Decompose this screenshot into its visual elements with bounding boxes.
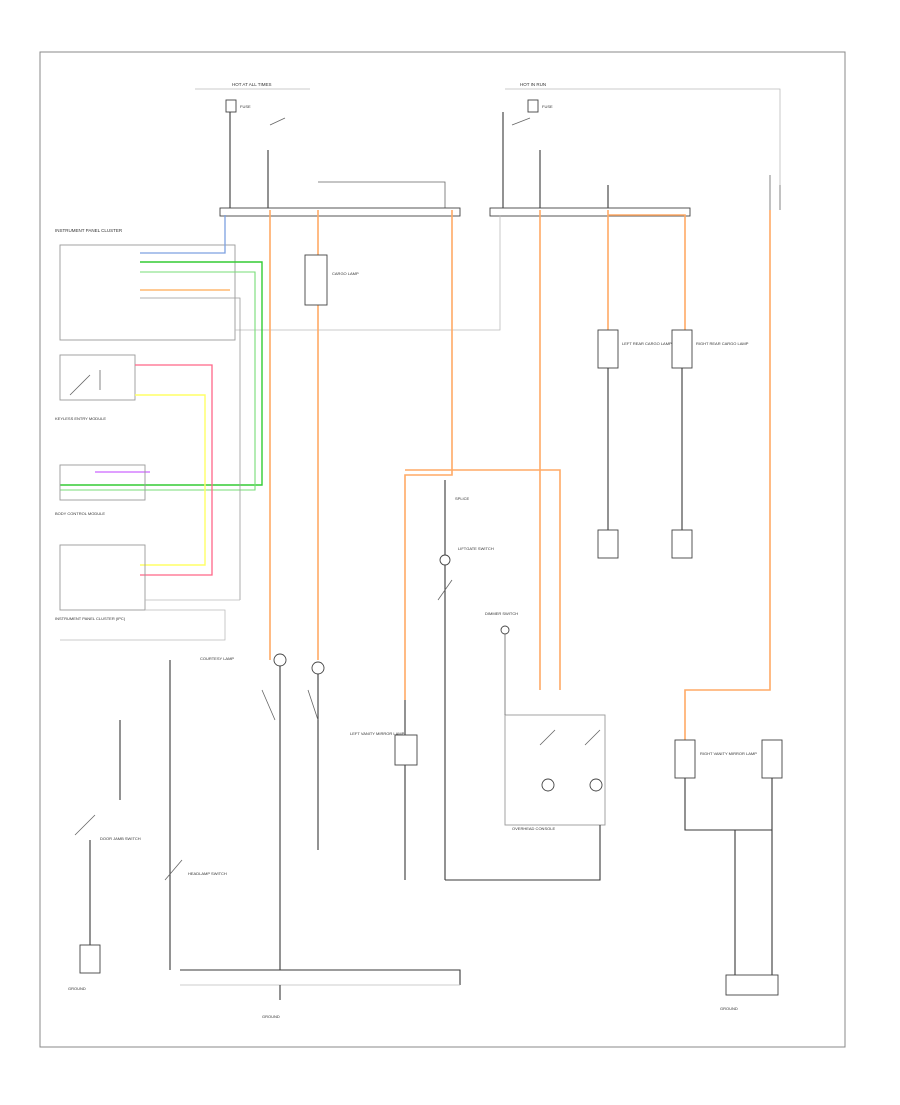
label-overhead-console: OVERHEAD CONSOLE bbox=[512, 826, 555, 831]
diagram-frame bbox=[39, 51, 846, 1048]
connector-block-left bbox=[219, 207, 461, 217]
body-control-box bbox=[59, 544, 146, 611]
connector-block-right bbox=[489, 207, 691, 217]
pink-wire bbox=[135, 364, 213, 576]
left-switch-icon bbox=[69, 370, 101, 396]
orange-wire-vanity bbox=[404, 210, 453, 700]
liftgate-switch-contact bbox=[437, 579, 453, 601]
label-right-vanity: RIGHT VANITY MIRROR LAMP bbox=[700, 751, 757, 756]
overhead-console-box bbox=[504, 714, 606, 826]
right-rear-lamp-icon bbox=[671, 329, 693, 369]
label-liftgate-switch: LIFTGATE SWITCH bbox=[458, 546, 494, 551]
cargo-relay-icon bbox=[304, 254, 328, 306]
label-body-control: BODY CONTROL MODULE bbox=[55, 511, 105, 516]
right-feed bbox=[769, 175, 781, 210]
gray-wire-ipc bbox=[140, 297, 241, 600]
label-headlamp-switch: HEADLAMP SWITCH bbox=[188, 871, 227, 876]
label-door-switch: DOOR JAMB SWITCH bbox=[100, 836, 141, 841]
ground-bus-top bbox=[180, 969, 461, 985]
headlamp-switch-contact bbox=[164, 859, 183, 881]
label-instrument-cluster: INSTRUMENT PANEL CLUSTER bbox=[55, 228, 123, 233]
label-dimmer: DIMMER SWITCH bbox=[485, 611, 518, 616]
orange-wire-overhead bbox=[405, 210, 561, 690]
top-bus-wire bbox=[195, 88, 781, 185]
door-switch-contact bbox=[74, 814, 96, 836]
blue-wire bbox=[140, 215, 226, 254]
yellow-wire bbox=[135, 394, 206, 566]
liftgate-wires bbox=[404, 480, 446, 880]
label-hot-in-run: HOT IN RUN bbox=[520, 82, 546, 87]
fuse-b-label: FUSE bbox=[542, 104, 553, 109]
left-rear-ground-icon bbox=[597, 529, 619, 559]
door-switch-wires bbox=[89, 720, 121, 945]
label-left-rear-lamp: LEFT REAR CARGO LAMP bbox=[622, 341, 672, 346]
lamp-switch-contacts bbox=[261, 689, 319, 721]
overhead-lamp-left-icon bbox=[541, 778, 555, 792]
overhead-ground bbox=[445, 825, 601, 881]
courtesy-lamp-icon bbox=[273, 653, 287, 667]
left-ground-icon bbox=[79, 944, 101, 974]
right-vanity-left-icon bbox=[674, 739, 696, 779]
keyless-module-box bbox=[59, 464, 146, 501]
fuse-a-icon bbox=[225, 99, 237, 113]
ipc-box-top bbox=[59, 244, 236, 341]
label-ground-left: GROUND bbox=[68, 986, 86, 991]
label-left-vanity: LEFT VANITY MIRROR LAMP bbox=[350, 731, 405, 736]
overhead-lamp-right-icon bbox=[589, 778, 603, 792]
orange-wire-rear-lamps bbox=[607, 210, 686, 330]
cargo-lamp-bulb-icon bbox=[311, 661, 325, 675]
label-ground-center: GROUND bbox=[262, 1014, 280, 1019]
dimmer-icon bbox=[500, 625, 510, 635]
right-vanity-right-icon bbox=[761, 739, 783, 779]
right-vanity-wires bbox=[684, 778, 773, 975]
fuse-b-icon bbox=[527, 99, 539, 113]
right-ground-icon bbox=[725, 974, 779, 996]
label-ground-right: GROUND bbox=[720, 1006, 738, 1011]
left-rear-lamp-icon bbox=[597, 329, 619, 369]
fuse-a-label: FUSE bbox=[240, 104, 251, 109]
right-rear-ground-icon bbox=[671, 529, 693, 559]
label-hot-at-all-times: HOT AT ALL TIMES bbox=[232, 82, 272, 87]
left-vanity-icon bbox=[394, 734, 418, 766]
bus-jumper bbox=[318, 181, 446, 210]
light-green-wire bbox=[60, 271, 256, 491]
left-switch-box bbox=[59, 354, 136, 401]
label-right-rear-lamp: RIGHT REAR CARGO LAMP bbox=[696, 341, 749, 346]
overhead-switch-contacts bbox=[539, 729, 601, 746]
label-cargo-lamp: CARGO LAMP bbox=[332, 271, 359, 276]
green-wire bbox=[60, 261, 263, 486]
switch-contacts-top bbox=[269, 117, 531, 126]
lamp-ground-wires bbox=[169, 660, 319, 970]
liftgate-lamp-icon bbox=[439, 554, 451, 566]
orange-wire-vanity-right bbox=[684, 210, 771, 740]
label-ipc-bottom: INSTRUMENT PANEL CLUSTER (IPC) bbox=[55, 616, 126, 621]
ipc-gray-lower bbox=[60, 599, 240, 641]
label-splice: SPLICE bbox=[455, 496, 470, 501]
rear-lamp-ground-wires bbox=[607, 368, 683, 530]
label-courtesy-lamp: COURTESY LAMP bbox=[200, 656, 234, 661]
label-keyless-module: KEYLESS ENTRY MODULE bbox=[55, 416, 106, 421]
power-feed-wires bbox=[229, 112, 609, 210]
ipc-gray-bus bbox=[235, 215, 501, 331]
